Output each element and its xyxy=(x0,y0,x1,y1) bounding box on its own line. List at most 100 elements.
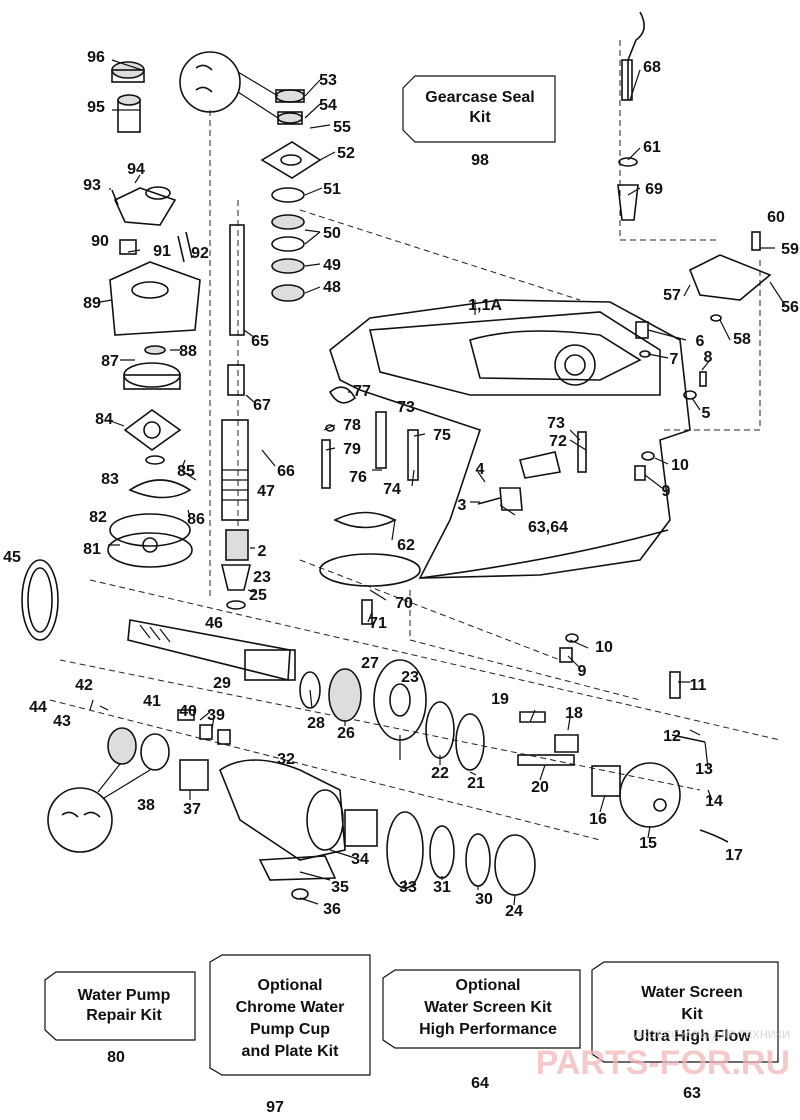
part-number-label: 90 xyxy=(91,233,109,250)
part-number-label: 12 xyxy=(663,728,681,745)
part-number-label: 23 xyxy=(253,569,271,586)
chrome-cup-kit-label: Optional Chrome Water Pump Cup and Plate… xyxy=(236,977,345,1116)
assembly-guide-lines xyxy=(49,40,781,841)
part-number-label: 6 xyxy=(696,333,705,350)
part-number-label: 41 xyxy=(143,693,161,710)
part-number-label: 16 xyxy=(589,811,607,828)
kit-line: Kit xyxy=(469,109,491,126)
part-number-label: 26 xyxy=(337,725,355,742)
part-number-label: 21 xyxy=(467,775,485,792)
part-number-label: 27 xyxy=(361,655,379,672)
part-number-label: 2 xyxy=(258,543,267,560)
kit-line: Ultra High Flow xyxy=(633,1028,751,1045)
part-number-label: 51 xyxy=(323,181,341,198)
part-number-label: 71 xyxy=(369,615,387,632)
part-number-label: 94 xyxy=(127,161,145,178)
part-number-label: 95 xyxy=(87,99,105,116)
part-number-label: 57 xyxy=(663,287,681,304)
part-number-label: 42 xyxy=(75,677,93,694)
kit-line: Kit xyxy=(681,1006,703,1023)
part-number-label: 56 xyxy=(781,299,799,316)
part-number-label: 59 xyxy=(781,241,799,258)
part-number-label: 65 xyxy=(251,333,269,350)
part-number-label: 39 xyxy=(207,707,225,724)
part-number-label: 4 xyxy=(476,461,485,478)
part-number-label: 91 xyxy=(153,243,171,260)
kit-line: Optional xyxy=(456,977,521,994)
part-number-label: 68 xyxy=(643,59,661,76)
part-number-label: 78 xyxy=(343,417,361,434)
propeller-shaft-parts xyxy=(21,559,729,900)
part-number-label: 25 xyxy=(249,587,267,604)
part-number-label: 61 xyxy=(643,139,661,156)
part-number-label: 58 xyxy=(733,331,751,348)
part-number-label: 23 xyxy=(401,669,419,686)
watermark-tagline: АКСЕССУАРЫ ДЛЯ ТЕХНИКИ xyxy=(635,1029,790,1041)
part-number-label: 76 xyxy=(349,469,367,486)
part-number-label: 81 xyxy=(83,541,101,558)
part-number-label: 93 xyxy=(83,177,101,194)
kit-number: 80 xyxy=(107,1049,125,1066)
part-number-label: 3 xyxy=(458,497,467,514)
part-number-label: 55 xyxy=(333,119,351,136)
part-number-label: 75 xyxy=(433,427,451,444)
part-number-label: 66 xyxy=(277,463,295,480)
part-number-label: 77 xyxy=(353,383,371,400)
part-number-label: 29 xyxy=(213,675,231,692)
part-number-label: 1,1A xyxy=(468,297,502,314)
part-number-label: 31 xyxy=(433,879,451,896)
part-number-label: 79 xyxy=(343,441,361,458)
part-number-label: 96 xyxy=(87,49,105,66)
kit-line: Optional xyxy=(258,977,323,994)
part-number-label: 70 xyxy=(395,595,413,612)
screen-hp-kit-label: Optional Water Screen Kit High Performan… xyxy=(419,977,557,1092)
kit-line: and Plate Kit xyxy=(242,1043,340,1060)
kit-line: High Performance xyxy=(419,1021,557,1038)
kit-boxes xyxy=(44,75,779,1076)
part-number-label: 60 xyxy=(767,209,785,226)
part-number-label: 19 xyxy=(491,691,509,708)
part-number-label: 5 xyxy=(702,405,711,422)
part-number-label: 50 xyxy=(323,225,341,242)
kit-line: Water Screen xyxy=(641,984,743,1001)
kit-number: 97 xyxy=(266,1099,284,1116)
part-number-label: 86 xyxy=(187,511,205,528)
part-number-label: 17 xyxy=(725,847,743,864)
part-number-label: 74 xyxy=(383,481,401,498)
part-number-label: 15 xyxy=(639,835,657,852)
kit-line: Repair Kit xyxy=(86,1007,162,1024)
part-number-label: 82 xyxy=(89,509,107,526)
gearcase-seal-kit-label: Gearcase Seal Kit 98 xyxy=(425,89,534,169)
water-pump-parts xyxy=(107,61,201,568)
part-number-label: 34 xyxy=(351,851,369,868)
part-number-label: 52 xyxy=(337,145,355,162)
part-number-label: 54 xyxy=(319,97,337,114)
part-number-label: 20 xyxy=(531,779,549,796)
part-number-label: 43 xyxy=(53,713,71,730)
part-number-label: 38 xyxy=(137,797,155,814)
kit-line: Pump Cup xyxy=(250,1021,330,1038)
part-number-label: 40 xyxy=(179,703,197,720)
kit-number: 63 xyxy=(683,1085,701,1102)
part-number-label: 28 xyxy=(307,715,325,732)
part-number-label: 13 xyxy=(695,761,713,778)
water-pump-repair-kit-label: Water Pump Repair Kit 80 xyxy=(78,987,171,1066)
part-number-label: 10 xyxy=(671,457,689,474)
kit-line: Gearcase Seal xyxy=(425,89,534,106)
shift-parts xyxy=(319,11,772,663)
part-number-label: 18 xyxy=(565,705,583,722)
part-number-label: 84 xyxy=(95,411,113,428)
part-number-label: 53 xyxy=(319,72,337,89)
kit-line: Water Pump xyxy=(78,987,171,1004)
part-number-label: 63,64 xyxy=(528,519,568,536)
part-number-label: 73 xyxy=(397,399,415,416)
part-number-label: 30 xyxy=(475,891,493,908)
kit-number: 98 xyxy=(471,152,489,169)
part-number-label: 72 xyxy=(549,433,567,450)
part-number-label: 36 xyxy=(323,901,341,918)
kit-line: Water Screen Kit xyxy=(424,999,552,1016)
kit-number: 64 xyxy=(471,1075,489,1092)
gearcase-housing xyxy=(329,299,691,579)
